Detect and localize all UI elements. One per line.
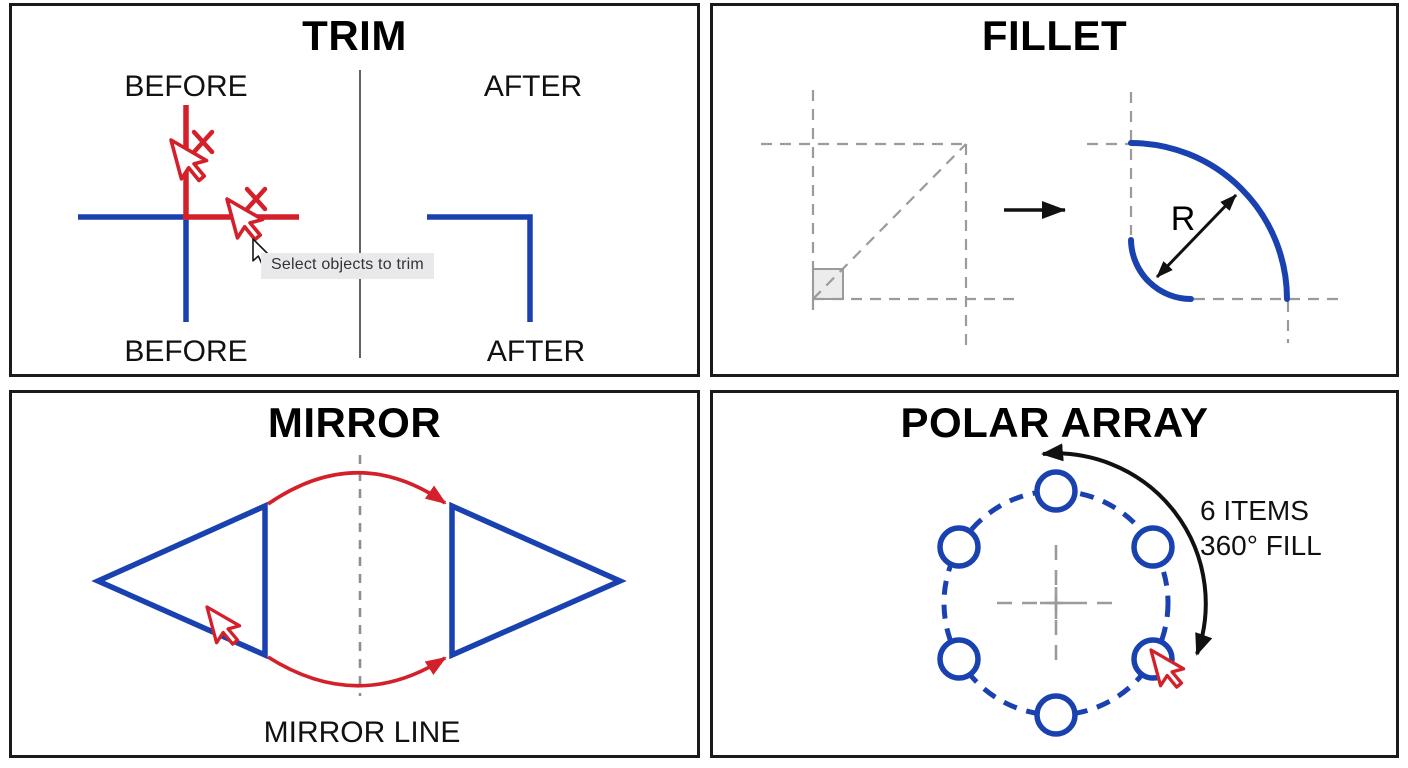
after-label-top: AFTER (483, 70, 583, 103)
fillet-drawing (761, 90, 1343, 348)
trim-panel: TRIM BEFORE AFTER BEFORE AFTER Select ob… (9, 3, 700, 377)
before-label-top: BEFORE (124, 70, 248, 103)
trim-tooltip: Select objects to trim (261, 253, 434, 279)
mirror-line-label: MIRROR LINE (263, 716, 461, 749)
polar-array-panel: POLAR ARRAY 6 ITEMS 360° FILL (710, 390, 1399, 758)
mirror-copy-arc-top (266, 471, 447, 506)
fillet-large-arc (1128, 140, 1290, 302)
mirror-source-triangle (91, 501, 268, 660)
after-label-bottom: AFTER (486, 335, 586, 368)
rotation-direction-arrow (1041, 443, 1213, 656)
trim-title: TRIM (302, 12, 407, 59)
polar-array-item (937, 525, 981, 569)
trim-drawing (78, 70, 533, 358)
mirror-panel: MIRROR MIRROR LINE (9, 390, 700, 758)
fillet-title: FILLET (981, 12, 1128, 59)
mirror-drawing (91, 455, 627, 696)
trim-result-corner (427, 214, 533, 322)
polar-array-title: POLAR ARRAY (900, 399, 1209, 446)
arrow-pointer-icon (1149, 648, 1186, 689)
polar-array-item (1034, 469, 1078, 513)
fillet-construction-lines (761, 90, 1021, 348)
arrow-pointer-icon (169, 138, 209, 183)
fillet-result-guides (1087, 92, 1343, 343)
mirror-copy-arc-bottom (267, 655, 447, 688)
polar-array-annotation: 6 ITEMS 360° FILL (1200, 493, 1322, 563)
items-count-label: 6 ITEMS (1200, 495, 1309, 526)
mirror-result-triangle (449, 501, 627, 660)
mirror-title: MIRROR (267, 399, 442, 446)
fillet-panel: FILLET R (710, 3, 1399, 377)
radius-label: R (1170, 200, 1196, 238)
fill-angle-label: 360° FILL (1200, 530, 1322, 561)
radius-dimension-arrow (1155, 193, 1238, 279)
polar-array-drawing (937, 443, 1213, 737)
polar-array-item (1034, 693, 1078, 737)
x-mark-icon (244, 186, 268, 212)
fillet-small-arc (1128, 237, 1194, 302)
arrow-pointer-icon (205, 605, 242, 646)
polar-array-item (1131, 525, 1175, 569)
center-crosshair (997, 545, 1115, 661)
arrow-pointer-icon (225, 197, 265, 242)
before-label-bottom: BEFORE (124, 335, 248, 368)
polar-array-item (937, 637, 981, 681)
x-mark-icon (191, 129, 215, 155)
